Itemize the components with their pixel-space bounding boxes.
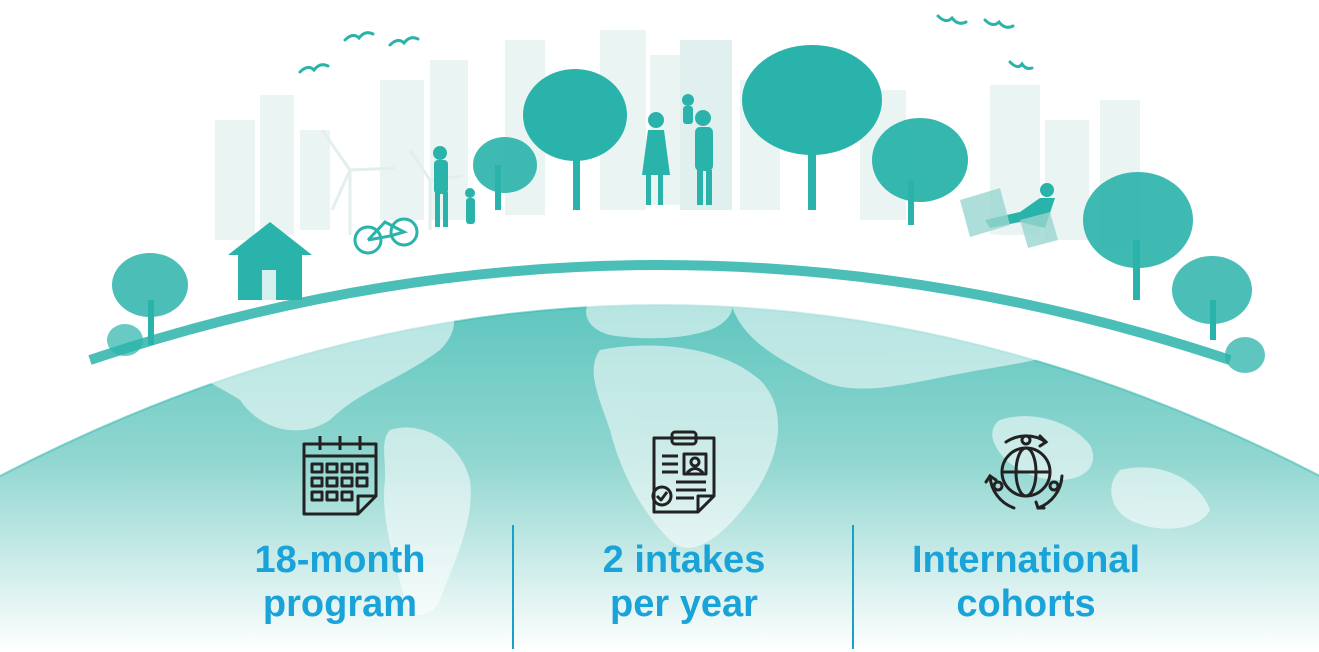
bicycle-icon	[353, 217, 419, 255]
feature-label-line1: 18-month	[254, 539, 426, 581]
feature-label-line2: cohorts	[956, 583, 1096, 625]
wind-turbines	[320, 129, 463, 235]
solar-panels	[960, 188, 1058, 248]
feature-label-line1: 2 intakes	[602, 539, 766, 581]
feature-label: International cohorts	[866, 538, 1186, 626]
feature-label-line1: International	[911, 539, 1141, 581]
house-icon	[228, 222, 312, 300]
feature-label: 2 intakes per year	[524, 538, 844, 626]
divider	[512, 525, 514, 649]
trees	[107, 45, 1265, 373]
city-skyline	[215, 30, 1140, 250]
calendar-icon	[302, 436, 378, 516]
divider	[852, 525, 854, 649]
feature-label-line2: program	[262, 583, 418, 625]
clipboard-profile-icon	[651, 430, 716, 514]
globe-network-icon	[984, 434, 1064, 510]
feature-label-line2: per year	[610, 583, 758, 625]
feature-cohorts: International cohorts	[866, 424, 1186, 644]
feature-program-length: 18-month program	[180, 424, 500, 644]
birds	[298, 14, 1034, 74]
feature-label: 18-month program	[180, 538, 500, 626]
feature-intakes: 2 intakes per year	[524, 424, 844, 644]
